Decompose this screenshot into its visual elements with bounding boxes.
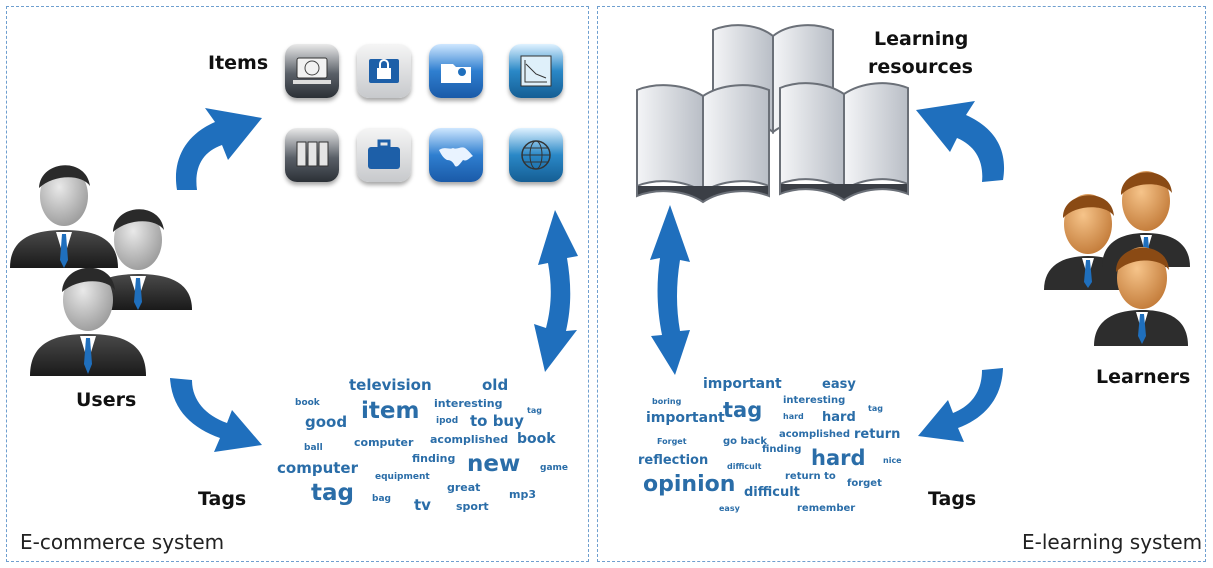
books-figure (636, 24, 909, 204)
tag-word: book (517, 431, 556, 447)
tag-word: interesting (783, 395, 846, 406)
tag-word: return (854, 427, 901, 442)
arrow-items-tags-bidirectional (534, 210, 578, 372)
tag-word: great (447, 481, 481, 494)
tag-word: acomplished (779, 429, 850, 440)
tag-word: item (361, 398, 420, 424)
tag-word: mp3 (509, 488, 536, 501)
lock-folder-icon (357, 44, 411, 98)
tag-word: tag (723, 398, 763, 422)
tag-word: easy (719, 504, 740, 513)
chart-icon (509, 44, 563, 98)
arrow-learners-to-tags (918, 368, 1003, 442)
right-tags-label: Tags (928, 488, 977, 510)
tag-word: tag (311, 480, 354, 506)
tag-word: tag (868, 404, 883, 413)
tag-word: old (482, 376, 509, 394)
tag-word: hard (811, 446, 866, 470)
tag-word: go back (723, 436, 767, 447)
learning-resources-label-line2: resources (868, 56, 973, 78)
tag-word: return to (785, 471, 836, 482)
left-tags-label: Tags (198, 488, 247, 510)
tag-word: tv (414, 496, 431, 514)
tag-word: finding (762, 444, 802, 455)
tag-word: important (703, 376, 782, 392)
laptop-globe-icon (285, 44, 339, 98)
tag-word: to buy (470, 412, 524, 430)
tag-word: ball (304, 443, 323, 453)
tag-word: computer (354, 436, 414, 449)
arrow-users-to-tags (170, 378, 262, 452)
tag-word: book (295, 398, 320, 408)
unlocked-folder-icon (429, 44, 483, 98)
tag-word: Forget (657, 437, 687, 446)
tag-word: television (349, 376, 432, 394)
tag-word: tag (527, 406, 542, 415)
tag-word: equipment (375, 472, 430, 482)
tag-word: boring (652, 397, 682, 406)
tag-word: bag (372, 494, 391, 504)
tag-word: hard (822, 410, 856, 425)
tag-word: acomplished (430, 433, 509, 446)
arrow-users-to-items (175, 108, 262, 190)
tag-word: forget (847, 478, 882, 489)
world-map-icon (429, 128, 483, 182)
ecommerce-system-label: E-commerce system (20, 530, 225, 554)
tag-word: sport (456, 500, 489, 513)
tag-word: hard (783, 412, 804, 421)
arrow-resources-tags-bidirectional (650, 205, 690, 375)
tag-word: opinion (643, 472, 736, 497)
items-label: Items (208, 52, 269, 74)
globe-icon (509, 128, 563, 182)
elearning-system-label: E-learning system (1022, 530, 1203, 554)
binders-icon (285, 128, 339, 182)
tag-word: finding (412, 452, 456, 465)
tag-word: difficult (727, 462, 762, 471)
tag-word: difficult (744, 485, 800, 500)
tag-word: easy (822, 377, 856, 392)
tag-word: good (305, 413, 348, 431)
tag-word: new (467, 451, 521, 477)
tag-word: nice (883, 456, 902, 465)
tag-word: ipod (436, 416, 459, 426)
tag-word: reflection (638, 453, 709, 468)
tag-word: computer (277, 459, 358, 477)
tag-word: important (646, 410, 725, 426)
learners-figure (1044, 171, 1190, 346)
users-label: Users (76, 389, 137, 411)
tag-word: game (540, 463, 568, 473)
tag-word: remember (797, 503, 856, 514)
briefcase-icon (357, 128, 411, 182)
tag-word: interesting (434, 397, 503, 410)
arrow-learners-to-resources (916, 101, 1005, 182)
learners-label: Learners (1096, 366, 1191, 388)
users-figure (10, 165, 192, 376)
learning-resources-label-line1: Learning (874, 28, 969, 50)
